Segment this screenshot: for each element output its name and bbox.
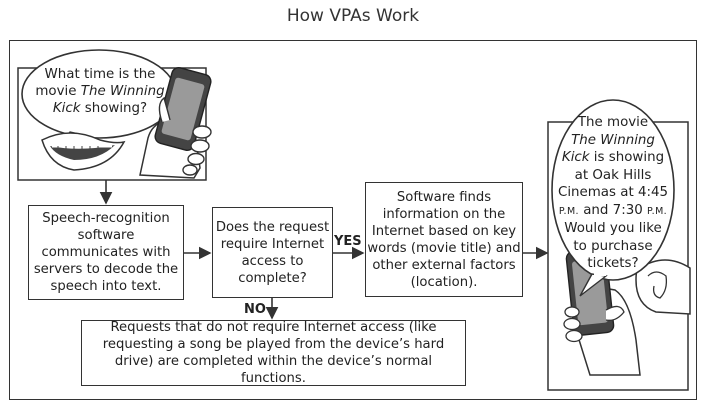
software-box: Software finds information on the Intern…	[365, 182, 523, 297]
question-line3: Kick showing?	[52, 101, 148, 116]
answer-speech-bubble	[551, 99, 675, 281]
question-text: What time is the movie The Winning Kick …	[30, 66, 170, 117]
diagram-frame	[9, 40, 697, 400]
offline-text: Requests that do not require Internet ac…	[102, 320, 445, 386]
answer-line4: at Oak Hills	[574, 167, 652, 183]
software-text: Software finds information on the Intern…	[367, 189, 521, 290]
no-label: NO	[244, 302, 266, 317]
question-line2: movie The Winning	[35, 84, 165, 99]
answer-line6: P.M. and 7:30 P.M.	[558, 202, 668, 218]
decision-text: Does the request require Internet access…	[215, 219, 330, 286]
diagram-title: How VPAs Work	[286, 6, 420, 26]
decision-box: Does the request require Internet access…	[212, 207, 333, 298]
question-line1: What time is the	[44, 67, 156, 82]
offline-box: Requests that do not require Internet ac…	[81, 320, 466, 386]
answer-line1: The movie	[577, 115, 649, 130]
yes-label: YES	[334, 234, 362, 249]
answer-line3: Kick is showing	[561, 150, 665, 165]
answer-line5: Cinemas at 4:45	[557, 185, 669, 200]
speech-recognition-text: Speech-recognition software communicates…	[33, 211, 179, 294]
answer-line2: The Winning	[571, 132, 655, 148]
answer-line8: to purchase	[573, 238, 653, 254]
speech-recognition-box: Speech-recognition software communicates…	[28, 205, 184, 300]
hand-phone-icon	[139, 67, 212, 179]
answer-line9: tickets?	[587, 256, 639, 271]
answer-text: The movie The Winning Kick is showing at…	[552, 114, 674, 273]
mouth-icon	[41, 132, 126, 171]
answer-line7: Would you like	[564, 221, 662, 236]
